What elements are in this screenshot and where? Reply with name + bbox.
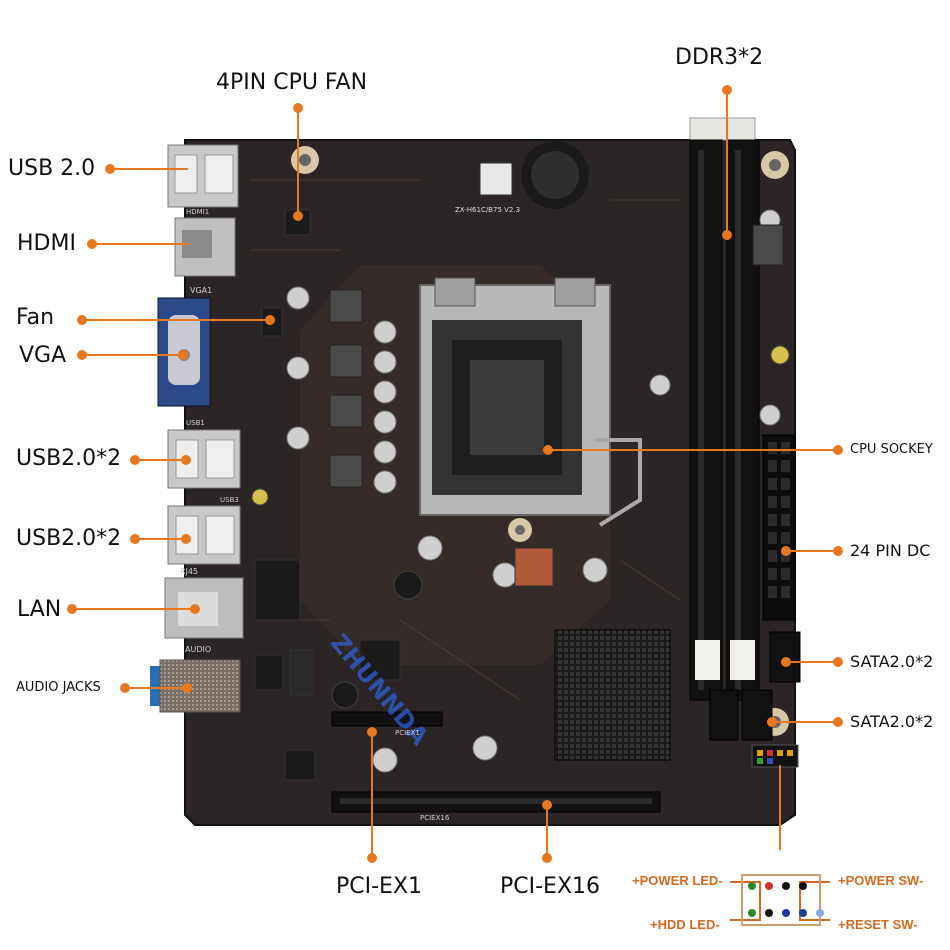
label-hdd-led: +HDD LED-: [650, 917, 720, 932]
sata-ports: [709, 631, 801, 741]
label-ddr3: DDR3*2: [675, 45, 764, 70]
vga-mark: VGA1: [190, 286, 213, 295]
label-sata-b: SATA2.0*2: [850, 712, 934, 731]
label-vga: VGA: [19, 343, 67, 368]
cpu-socket: [419, 277, 642, 527]
label-hdmi: HDMI: [17, 231, 76, 256]
label-cpu-socket: CPU SOCKEY: [850, 442, 933, 457]
label-pci-ex1: PCI-EX1: [336, 874, 423, 899]
rj45-mark: RJ45: [180, 567, 199, 576]
front-panel-header: [751, 744, 799, 768]
board-model-text: ZX-H61C/B75 V2.3: [455, 206, 521, 214]
label-lan: LAN: [17, 597, 62, 622]
usb1-mark: USB1: [186, 419, 205, 427]
chipset-heatsink: [554, 629, 671, 761]
label-24pin: 24 PIN DC: [850, 541, 931, 560]
label-power-led: +POWER LED-: [632, 873, 723, 888]
label-usb20: USB 2.0: [8, 156, 96, 181]
usb3-mark: USB3: [220, 496, 239, 504]
label-reset-sw: +RESET SW-: [838, 917, 918, 932]
audio-mark: AUDIO: [185, 645, 212, 654]
label-fan: Fan: [16, 305, 55, 330]
front-panel-pinout: [730, 874, 830, 926]
hdmi-mark: HDMI1: [186, 208, 210, 216]
label-pci-ex16: PCI-EX16: [500, 874, 601, 899]
vrm-chokes: [329, 224, 784, 488]
cmos-battery: [521, 141, 589, 209]
pcie-slots: [331, 711, 661, 813]
label-cpu-fan: 4PIN CPU FAN: [216, 70, 368, 95]
atx-24pin: [762, 434, 796, 621]
rear-io: [150, 144, 244, 713]
label-power-sw: +POWER SW-: [838, 873, 924, 888]
label-audio-jacks: AUDIO JACKS: [16, 680, 101, 695]
callout-lines: [67, 85, 843, 863]
ics: [254, 162, 554, 781]
capacitors: [251, 209, 790, 773]
label-usb20x2-b: USB2.0*2: [16, 526, 122, 551]
pciex1-mark: PCIEX1: [395, 729, 420, 737]
label-sata-a: SATA2.0*2: [850, 652, 934, 671]
label-usb20x2-a: USB2.0*2: [16, 446, 122, 471]
pciex16-mark: PCIEX16: [420, 814, 450, 822]
